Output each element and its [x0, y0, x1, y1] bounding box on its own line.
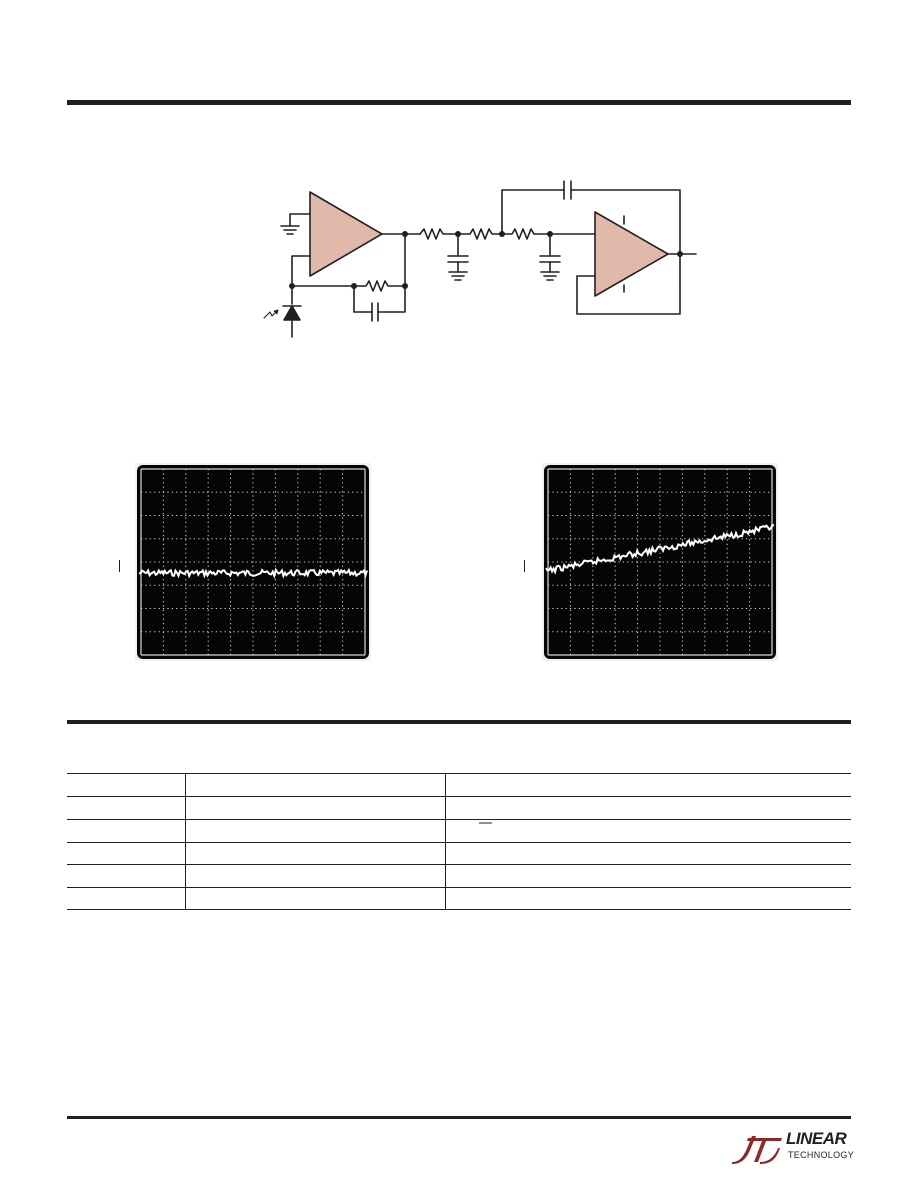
linear-technology-logo: LINEAR TECHNOLOGY [730, 1129, 855, 1166]
photodiode-icon [263, 305, 302, 338]
resistor-3-icon [501, 228, 551, 240]
oscilloscope-flat-trace [135, 463, 371, 661]
ground-icon-3 [540, 271, 560, 281]
capacitor-feedback-icon [371, 302, 379, 322]
scope-left-marker [119, 560, 120, 572]
oscilloscope-rising-trace [542, 463, 778, 661]
scope-grid [140, 468, 366, 656]
capacitor-1-icon [447, 255, 469, 263]
header-rule [67, 100, 851, 105]
footer-rule [67, 1116, 851, 1119]
op-amp-2-icon [594, 211, 669, 297]
scope-right-marker [524, 560, 525, 572]
parameter-table [67, 773, 851, 910]
ground-icon-1 [280, 225, 300, 235]
section-rule [67, 720, 851, 724]
lt-logo-icon [732, 1136, 782, 1164]
logo-wordmark: LINEAR [786, 1129, 847, 1148]
resistor-1-icon [419, 228, 459, 240]
ground-icon-2 [448, 271, 468, 281]
op-amp-1-icon [309, 191, 383, 277]
scope-trace [138, 567, 368, 580]
logo-subtitle: TECHNOLOGY [788, 1150, 855, 1160]
capacitor-top-icon [563, 180, 572, 200]
capacitor-2-icon [539, 255, 561, 263]
photodiode-amplifier-schematic [263, 180, 697, 338]
resistor-feedback-icon [353, 280, 406, 292]
resistor-2-icon [457, 228, 503, 240]
scope-trace [545, 523, 775, 576]
